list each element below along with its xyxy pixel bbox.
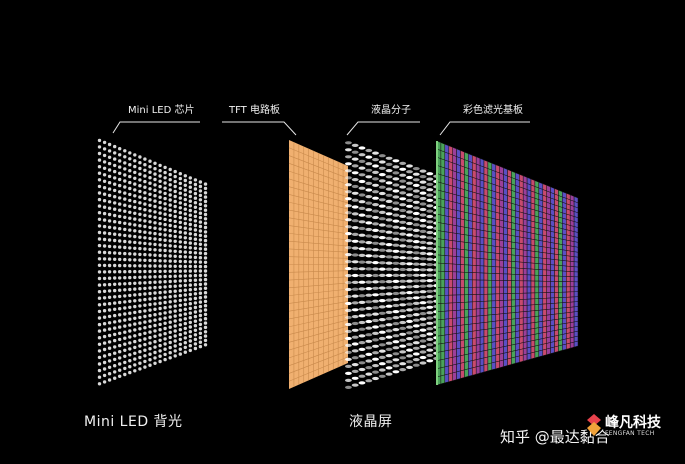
watermark-brand: 峰凡科技 bbox=[605, 415, 661, 431]
liquid-crystal-panel bbox=[345, 141, 440, 389]
brand-logo-icon bbox=[587, 414, 601, 436]
color-filter-panel bbox=[436, 140, 579, 386]
watermark-brand-sub: FENGFAN TECH bbox=[605, 430, 655, 437]
watermark-source: 知乎 @最达黏合 bbox=[500, 428, 610, 446]
caption-lcd: 液晶屏 bbox=[349, 414, 393, 430]
label-liquid-crystal: 液晶分子 bbox=[371, 103, 411, 116]
tft-board-panel bbox=[288, 140, 349, 389]
label-color-filter: 彩色滤光基板 bbox=[463, 103, 523, 116]
label-tft-board: TFT 电路板 bbox=[228, 103, 280, 116]
callout-lc bbox=[346, 121, 420, 136]
mini-led-panel bbox=[97, 138, 208, 386]
label-mini-led-chip: Mini LED 芯片 bbox=[128, 103, 194, 116]
callout-lines bbox=[112, 121, 530, 136]
callout-filter bbox=[439, 121, 530, 136]
callout-tft bbox=[222, 121, 297, 136]
caption-backlight: Mini LED 背光 bbox=[84, 414, 183, 430]
callout-mini-led bbox=[112, 121, 200, 134]
